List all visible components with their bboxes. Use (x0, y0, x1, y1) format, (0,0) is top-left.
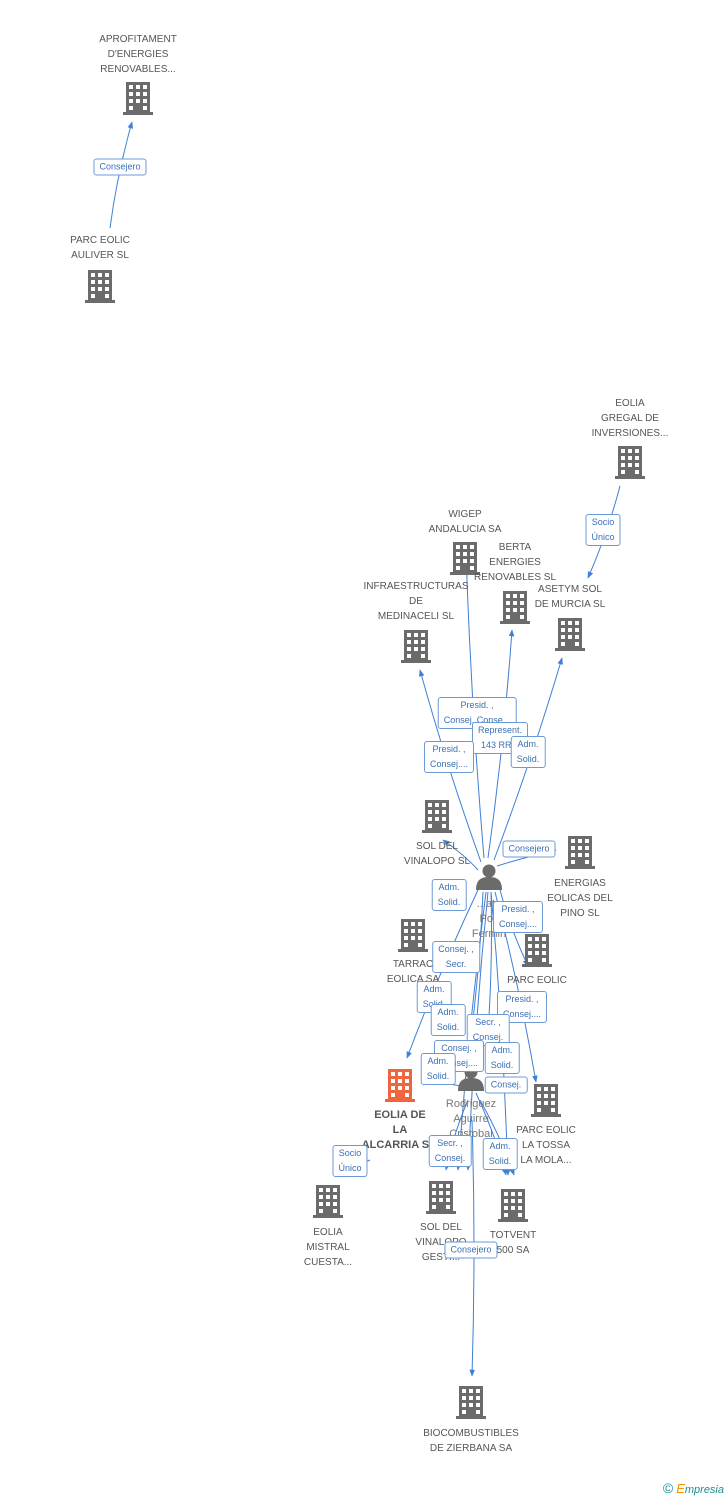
nodes-layer (85, 82, 645, 1419)
company-label[interactable]: SOL DEL VINALOPO SL (403, 841, 471, 867)
brand-logo-text: mpresia (684, 1484, 724, 1496)
company-label[interactable]: PARC EOLIC LA TOSSA LA MOLA... (516, 1125, 576, 1166)
company-label[interactable]: ASETYM SOL DE MURCIA SL (534, 584, 606, 610)
company-building-icon[interactable] (456, 1386, 486, 1419)
relation-label[interactable]: Consej. , Secr. (432, 941, 480, 973)
company-label[interactable]: WIGEP ANDALUCIA SA (428, 509, 502, 535)
company-building-icon[interactable] (531, 1084, 561, 1117)
company-label[interactable]: PARC EOLIC AULIVER SL (70, 235, 130, 261)
person-icon[interactable] (476, 864, 502, 891)
copyright-icon: © (662, 1480, 674, 1496)
company-label[interactable]: TOTVENT 500 SA (489, 1230, 537, 1256)
relation-label[interactable]: Socio Único (585, 514, 621, 546)
company-building-icon[interactable] (500, 591, 530, 624)
company-label[interactable]: APROFITAMENT D'ENERGIES RENOVABLES... (99, 34, 177, 75)
brand-logo-initial: E (676, 1481, 685, 1496)
company-label[interactable]: ENERGIAS EOLICAS DEL PINO SL (547, 878, 613, 919)
company-building-icon[interactable] (555, 618, 585, 651)
company-label[interactable]: BERTA ENERGIES RENOVABLES SL (473, 542, 557, 583)
company-label[interactable]: SOL DEL VINALOPO GESTI... (415, 1222, 467, 1263)
company-building-icon[interactable] (401, 630, 431, 663)
company-label[interactable]: TARRAC EOLICA SA (386, 959, 440, 985)
relation-label[interactable]: Presid. , Consej.... (423, 741, 475, 773)
relation-label[interactable]: Adm. Solid. (482, 1138, 518, 1170)
relation-label[interactable]: Consejero (444, 1241, 498, 1259)
company-building-icon[interactable] (615, 446, 645, 479)
relation-label[interactable]: Presid. , Consej.... (492, 901, 544, 933)
company-label[interactable]: EOLIA GREGAL DE INVERSIONES... (591, 398, 669, 439)
relation-label[interactable]: Consejero (93, 158, 147, 176)
company-label[interactable]: BIOCOMBUSTIBLES DE ZIERBANA SA (423, 1428, 519, 1454)
company-building-icon[interactable] (123, 82, 153, 115)
company-building-icon[interactable] (498, 1189, 528, 1222)
company-label[interactable]: INFRAESTRUCTURAS DE MEDINACELI SL (363, 581, 469, 622)
relation-label[interactable]: Consejero (502, 840, 556, 858)
relation-label[interactable]: Adm. Solid. (420, 1053, 456, 1085)
company-building-icon[interactable] (398, 919, 428, 952)
footer-credit: © Empresia (663, 1480, 724, 1496)
company-building-icon[interactable] (85, 270, 115, 303)
relation-label[interactable]: Adm. Solid. (484, 1042, 520, 1074)
edge-line (442, 839, 479, 871)
company-building-icon[interactable] (422, 800, 452, 833)
company-label[interactable]: EOLIA MISTRAL CUESTA... (303, 1227, 353, 1268)
company-label[interactable]: EOLIA DE LA ALCARRIA S... (361, 1109, 439, 1151)
company-building-icon[interactable] (565, 836, 595, 869)
relation-label[interactable]: Adm. Solid. (510, 736, 546, 768)
relation-label[interactable]: Adm. Solid. (431, 879, 467, 911)
company-building-icon[interactable] (522, 934, 552, 967)
relation-label[interactable]: Adm. Solid. (430, 1004, 466, 1036)
relation-label[interactable]: Secr. , Consej. (428, 1135, 472, 1167)
edge-line (406, 889, 479, 1059)
company-building-icon[interactable] (426, 1181, 456, 1214)
relation-label[interactable]: Socio Único (332, 1145, 368, 1177)
relation-label[interactable]: Consej. (484, 1076, 528, 1094)
company-building-icon[interactable] (313, 1185, 343, 1218)
focus-company-building-icon[interactable] (385, 1069, 415, 1102)
